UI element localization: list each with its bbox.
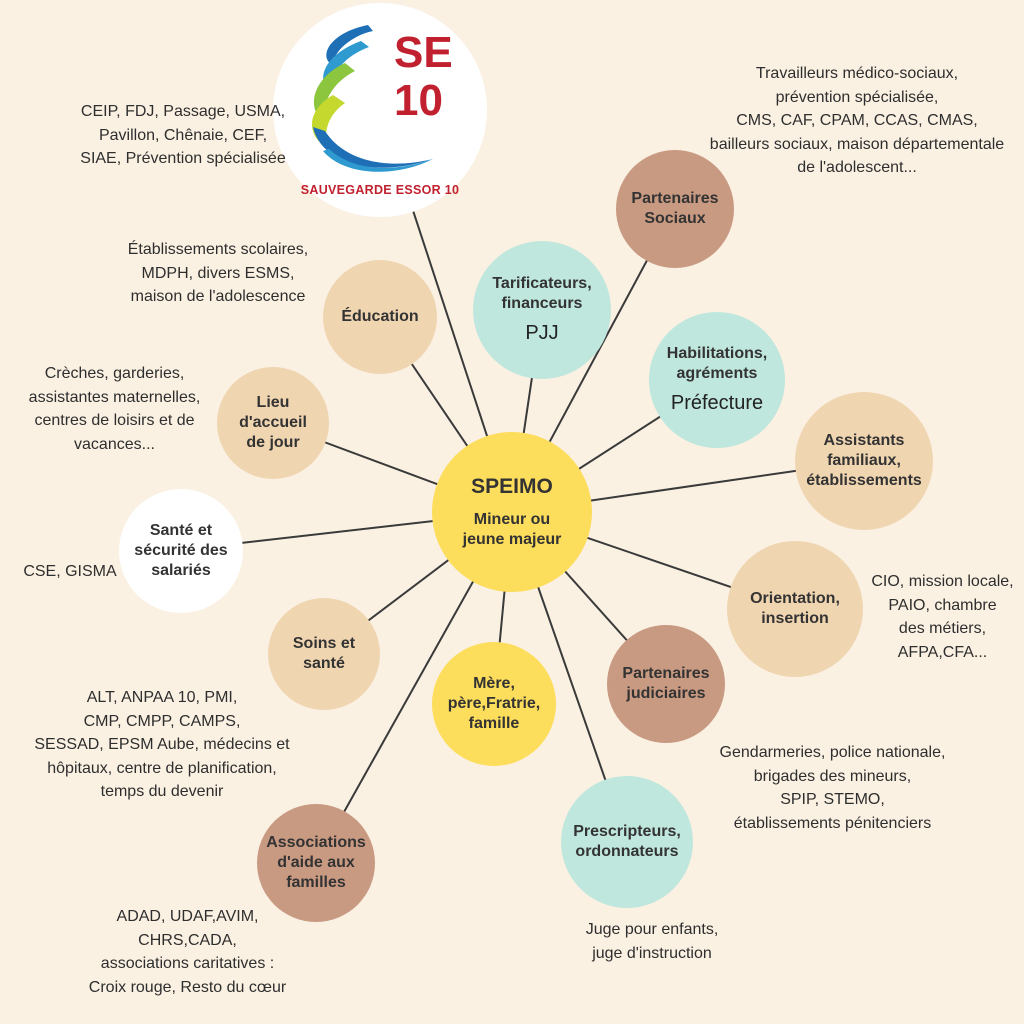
- note-prescripteurs: Juge pour enfants, juge d'instruction: [585, 921, 719, 962]
- note-sante-securite: CSE, GISMA: [23, 563, 117, 580]
- logo-caption: SAUVEGARDE ESSOR 10: [300, 183, 460, 197]
- node-orientation: Orientation, insertion: [727, 541, 863, 677]
- note-soins: ALT, ANPAA 10, PMI, CMP, CMPP, CAMPS, SE…: [34, 689, 290, 800]
- note-lieu-accueil: Crèches, garderies, assistantes maternel…: [28, 365, 201, 453]
- logo-se-text: SE: [394, 28, 453, 77]
- node-famille: Mère, père,Fratrie, famille: [432, 642, 556, 766]
- sauvegarde-essor-logo: SE 10 SAUVEGARDE ESSOR 10: [273, 3, 487, 217]
- node-soins: Soins et santé: [268, 598, 380, 710]
- node-prescripteurs: Prescripteurs, ordonnateurs: [561, 776, 693, 908]
- note-orientation: CIO, mission locale, PAIO, chambre des m…: [871, 573, 1014, 661]
- node-partenaires-judiciaires: Partenaires judiciaires: [607, 625, 725, 743]
- center-node-speimo: SPEIMO Mineur ou jeune majeur: [432, 432, 592, 592]
- node-lieu-accueil: Lieu d'accueil de jour: [217, 367, 329, 479]
- center-title: SPEIMO: [471, 475, 553, 498]
- node-prescripteurs-label: Prescripteurs, ordonnateurs: [573, 823, 681, 860]
- node-tarificateurs-label: Tarificateurs, financeurs: [492, 275, 592, 312]
- logo-10-text: 10: [394, 76, 443, 125]
- node-sante-securite: Santé et sécurité des salariés: [119, 489, 243, 613]
- node-assistants-label: Assistants familiaux, établissements: [806, 432, 922, 489]
- node-tarificateurs-sub: PJJ: [525, 322, 559, 344]
- note-partenaires-sociaux: Travailleurs médico-sociaux, prévention …: [709, 65, 1005, 176]
- note-associations: ADAD, UDAF,AVIM, CHRS,CADA, associations…: [88, 908, 287, 996]
- node-lieu-accueil-label: Lieu d'accueil de jour: [239, 394, 307, 451]
- node-tarificateurs: Tarificateurs, financeurs PJJ: [473, 241, 611, 379]
- node-habilitations-label: Habilitations, agréments: [666, 345, 768, 382]
- node-habilitations: Habilitations, agréments Préfecture: [649, 312, 785, 448]
- note-logo-side: CEIP, FDJ, Passage, USMA, Pavillon, Chên…: [80, 103, 286, 167]
- node-partenaires-judiciaires-label: Partenaires judiciaires: [622, 665, 710, 702]
- note-partenaires-judiciaires: Gendarmeries, police nationale, brigades…: [719, 744, 946, 832]
- center-subtitle: Mineur ou jeune majeur: [462, 511, 562, 548]
- node-associations-label: Associations d'aide aux familles: [266, 834, 366, 891]
- node-soins-label: Soins et santé: [292, 635, 356, 672]
- node-partenaires-sociaux: Partenaires Sociaux: [616, 150, 734, 268]
- node-sante-securite-label: Santé et sécurité des salariés: [134, 522, 228, 579]
- node-education: Éducation: [323, 260, 437, 374]
- node-habilitations-sub: Préfecture: [670, 392, 764, 414]
- note-education: Établissements scolaires, MDPH, divers E…: [127, 241, 309, 305]
- logo-swoosh-icon: [311, 25, 433, 172]
- node-assistants: Assistants familiaux, établissements: [795, 392, 933, 530]
- node-orientation-label: Orientation, insertion: [750, 590, 840, 627]
- node-associations: Associations d'aide aux familles: [257, 804, 375, 922]
- node-partenaires-sociaux-label: Partenaires Sociaux: [631, 190, 719, 227]
- node-education-label: Éducation: [341, 308, 419, 325]
- node-famille-label: Mère, père,Fratrie, famille: [447, 675, 541, 732]
